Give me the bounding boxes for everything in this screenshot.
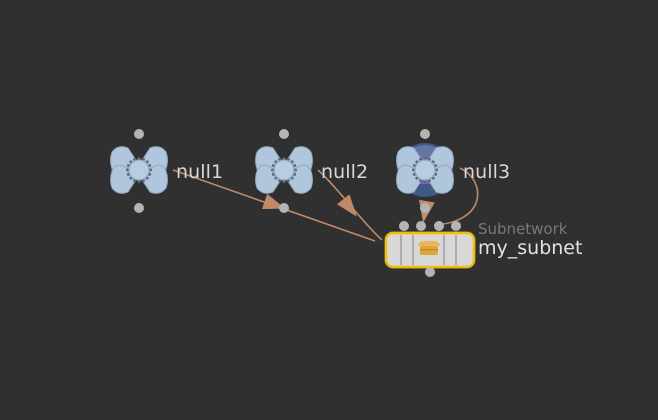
node-null1[interactable] (108, 139, 170, 201)
node-output-connector[interactable] (420, 203, 430, 213)
node-output-connector[interactable] (134, 203, 144, 213)
node-label-null2: null2 (321, 161, 369, 183)
node-label-null1: null1 (176, 161, 224, 183)
subnet-output-connector[interactable] (425, 267, 435, 277)
node-input-connector[interactable] (134, 129, 144, 139)
node-input-connector[interactable] (420, 129, 430, 139)
subnet-name-label: my_subnet (478, 237, 583, 259)
node-input-connector[interactable] (279, 129, 289, 139)
subnet-input-connector[interactable] (398, 221, 409, 231)
node-null2[interactable] (253, 139, 315, 201)
subnet-input-connector[interactable] (451, 221, 462, 231)
node-output-connector[interactable] (279, 203, 289, 213)
node-label-null3: null3 (463, 161, 511, 183)
connection-arrow-icon (336, 194, 357, 217)
node-my-subnet[interactable] (383, 230, 477, 270)
node-null3[interactable] (394, 139, 456, 201)
subnet-input-connector[interactable] (416, 221, 427, 231)
subnet-type-label: Subnetwork (478, 220, 568, 238)
subnet-input-connector[interactable] (433, 221, 444, 231)
